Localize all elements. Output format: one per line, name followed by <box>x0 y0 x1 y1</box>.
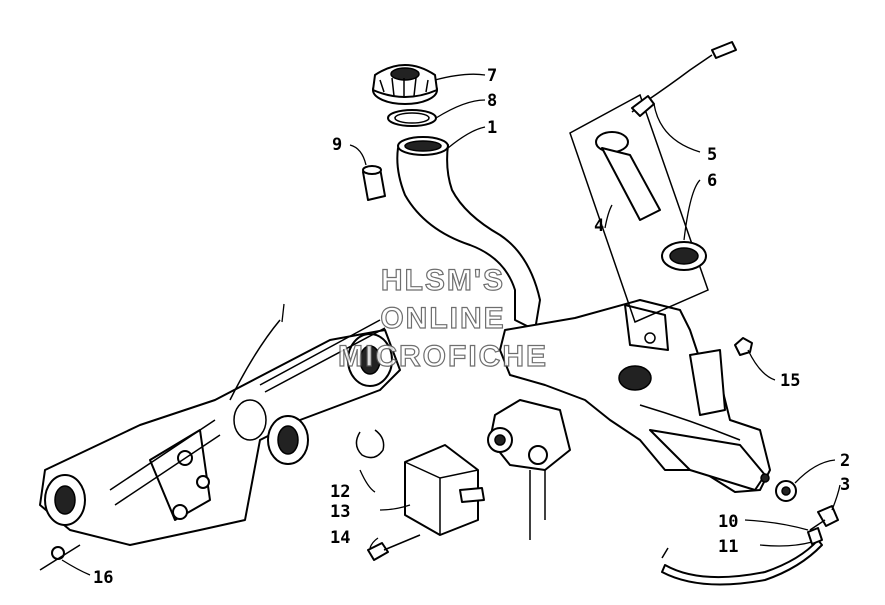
bolt[interactable] <box>39 544 81 571</box>
watermark: HLSM'S ONLINE MICROFICHE <box>337 263 548 373</box>
fitting[interactable] <box>809 505 839 531</box>
callout-2: 2 <box>840 451 850 471</box>
fuel-level-wire[interactable] <box>631 41 737 117</box>
fuel-cap[interactable] <box>372 64 438 105</box>
callout-1: 1 <box>487 118 497 138</box>
vent-hose[interactable] <box>661 539 823 586</box>
fuel-tank[interactable] <box>499 299 771 493</box>
clip[interactable] <box>807 527 823 545</box>
callout-4: 4 <box>594 216 604 236</box>
watermark-line-2: ONLINE <box>380 302 505 335</box>
callout-5: 5 <box>707 145 717 165</box>
callout-12: 12 <box>330 482 350 502</box>
chassis-bracket[interactable] <box>39 319 401 546</box>
callout-16: 16 <box>93 568 113 588</box>
watermark-line-1: HLSM'S <box>381 264 505 297</box>
leader-lines <box>61 73 841 576</box>
callout-10: 10 <box>718 512 738 532</box>
cap-gasket[interactable] <box>387 109 437 127</box>
callout-13: 13 <box>330 502 350 522</box>
callout-6: 6 <box>707 171 717 191</box>
callout-9: 9 <box>332 135 342 155</box>
watermark-line-3: MICROFICHE <box>338 340 548 373</box>
grommet[interactable] <box>775 480 797 502</box>
callout-14: 14 <box>330 528 350 548</box>
sending-unit-assembly[interactable] <box>569 93 709 324</box>
callout-8-top: 8 <box>487 91 497 111</box>
callout-labels: 7 8 1 9 5 6 4 15 2 3 10 11 12 13 14 16 <box>93 66 850 588</box>
callout-3: 3 <box>840 475 850 495</box>
callout-11: 11 <box>718 537 738 557</box>
battery-box[interactable] <box>404 444 485 536</box>
callout-7: 7 <box>487 66 497 86</box>
hose-clamp[interactable] <box>362 165 386 201</box>
mounting-screw[interactable] <box>367 534 421 561</box>
filler-neck[interactable] <box>396 136 541 331</box>
callout-15: 15 <box>780 371 800 391</box>
snap-ring[interactable] <box>355 429 385 459</box>
fuel-pump[interactable] <box>487 399 571 540</box>
